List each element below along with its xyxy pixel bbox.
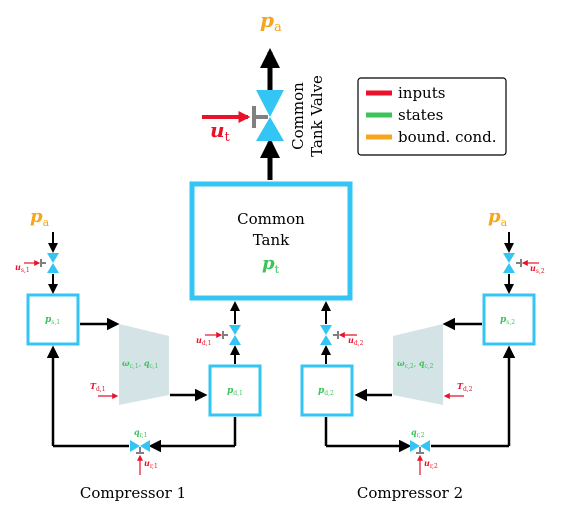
tank-state-label: pt — [262, 253, 280, 276]
legend-label-bound: bound. cond. — [398, 128, 497, 146]
c1-suction-node[interactable]: ps,1 — [26, 293, 80, 346]
valve-upper-triangle — [256, 90, 284, 117]
c2-p-d-label: pd,2 — [318, 386, 334, 397]
c1-q-r-label: qr,1 — [134, 427, 148, 439]
c1-state-label: ωc,1, qc,1 — [122, 358, 159, 370]
compressor-1-caption: Compressor 1 — [80, 484, 186, 502]
top-outlet: pa ut Common Tank Valve — [202, 8, 326, 180]
tank-box — [189, 181, 353, 301]
compressor-2-caption: Compressor 2 — [357, 484, 463, 502]
c2-recycle-valve[interactable] — [410, 440, 430, 454]
c1-compressor[interactable]: ωc,1, qc,1 — [119, 324, 169, 405]
common-tank-valve[interactable] — [252, 90, 284, 141]
valve-lower-triangle — [256, 117, 284, 141]
c1-u-d-label: ud,1 — [196, 335, 211, 347]
c2-discharge-node[interactable]: pd,2 — [300, 364, 354, 417]
c1-suction-valve[interactable] — [40, 253, 59, 273]
c2-T-d-label: Td,2 — [457, 381, 473, 393]
tank-title-line1: Common — [237, 210, 305, 228]
c2-suction-valve[interactable] — [503, 253, 522, 273]
c1-discharge-valve[interactable] — [222, 325, 241, 345]
tank-title-line2: Tank — [253, 231, 290, 249]
c1-recycle-valve[interactable] — [130, 440, 150, 454]
c2-u-d-label: ud,2 — [348, 335, 364, 347]
c2-discharge-valve[interactable] — [320, 325, 339, 345]
legend-label-inputs: inputs — [398, 84, 445, 102]
c2-p-s-label: ps,2 — [500, 315, 515, 326]
c2-compressor[interactable]: ωc,2, qc,2 — [393, 324, 443, 405]
common-tank[interactable]: Common Tank pt — [189, 181, 353, 301]
legend-label-states: states — [398, 106, 443, 124]
c2-state-label: ωc,2, qc,2 — [397, 358, 434, 370]
c1-p-a-label: pa — [30, 206, 50, 229]
c1-p-d-label: pd,1 — [227, 386, 243, 397]
c1-u-r-label: ur,1 — [144, 458, 158, 470]
c1-u-s-label: us,1 — [15, 262, 30, 274]
c1-T-d-label: Td,1 — [90, 381, 106, 393]
legend-box — [357, 77, 507, 156]
c2-p-a-label: pa — [488, 206, 508, 229]
c1-p-s-label: ps,1 — [45, 315, 60, 326]
c2-u-r-label: ur,2 — [424, 458, 438, 470]
c2-u-s-label: us,2 — [530, 263, 545, 275]
p-a-top-label: pa — [260, 8, 282, 35]
legend: inputs states bound. cond. — [357, 77, 507, 156]
u-t-label: ut — [210, 118, 231, 145]
c1-discharge-node[interactable]: pd,1 — [208, 364, 262, 417]
valve-label-line1: Common — [289, 82, 307, 150]
c2-suction-node[interactable]: ps,2 — [482, 293, 536, 346]
compressor-1: pa us,1 ps,1 ωc,1, qc,1 — [15, 206, 262, 502]
c2-q-r-label: qr,2 — [411, 427, 425, 439]
valve-label-line2: Tank Valve — [308, 75, 326, 157]
compressor-2: pa us,2 ps,2 ωc,2, qc,2 Td,2 — [300, 206, 545, 502]
